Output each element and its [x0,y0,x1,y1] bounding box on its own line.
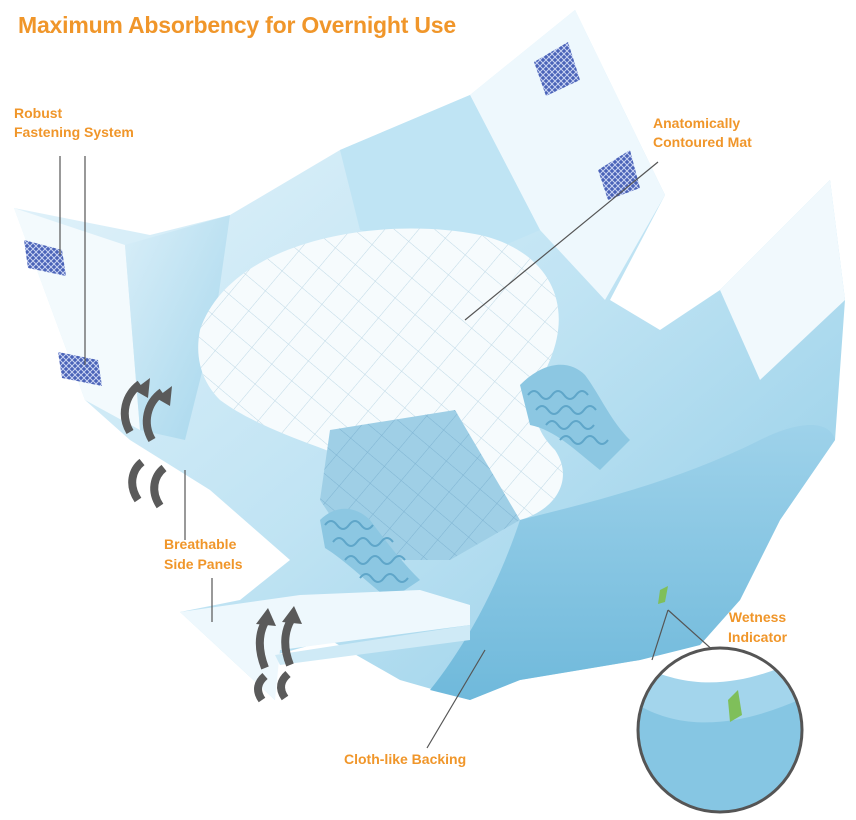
callout-wetness-line2: Indicator [728,627,787,647]
callout-fastening-line2: Fastening System [14,123,134,142]
callout-backing: Cloth-like Backing [344,750,466,769]
callout-wetness-line1: Wetness [728,607,787,627]
callout-mat-line2: Contoured Mat [653,133,752,152]
magnifier-circle-icon [630,640,820,820]
page-title: Maximum Absorbency for Overnight Use [18,12,456,39]
callout-mat: Anatomically Contoured Mat [653,114,752,152]
callout-wetness: Wetness Indicator [728,607,787,647]
callout-fastening-line1: Robust [14,104,134,123]
callout-backing-line1: Cloth-like Backing [344,750,466,769]
callout-fastening: Robust Fastening System [14,104,134,142]
callout-side-panels: Breathable Side Panels [164,534,243,574]
callout-side-panels-line2: Side Panels [164,554,243,574]
callout-side-panels-line1: Breathable [164,534,243,554]
callout-mat-line1: Anatomically [653,114,752,133]
